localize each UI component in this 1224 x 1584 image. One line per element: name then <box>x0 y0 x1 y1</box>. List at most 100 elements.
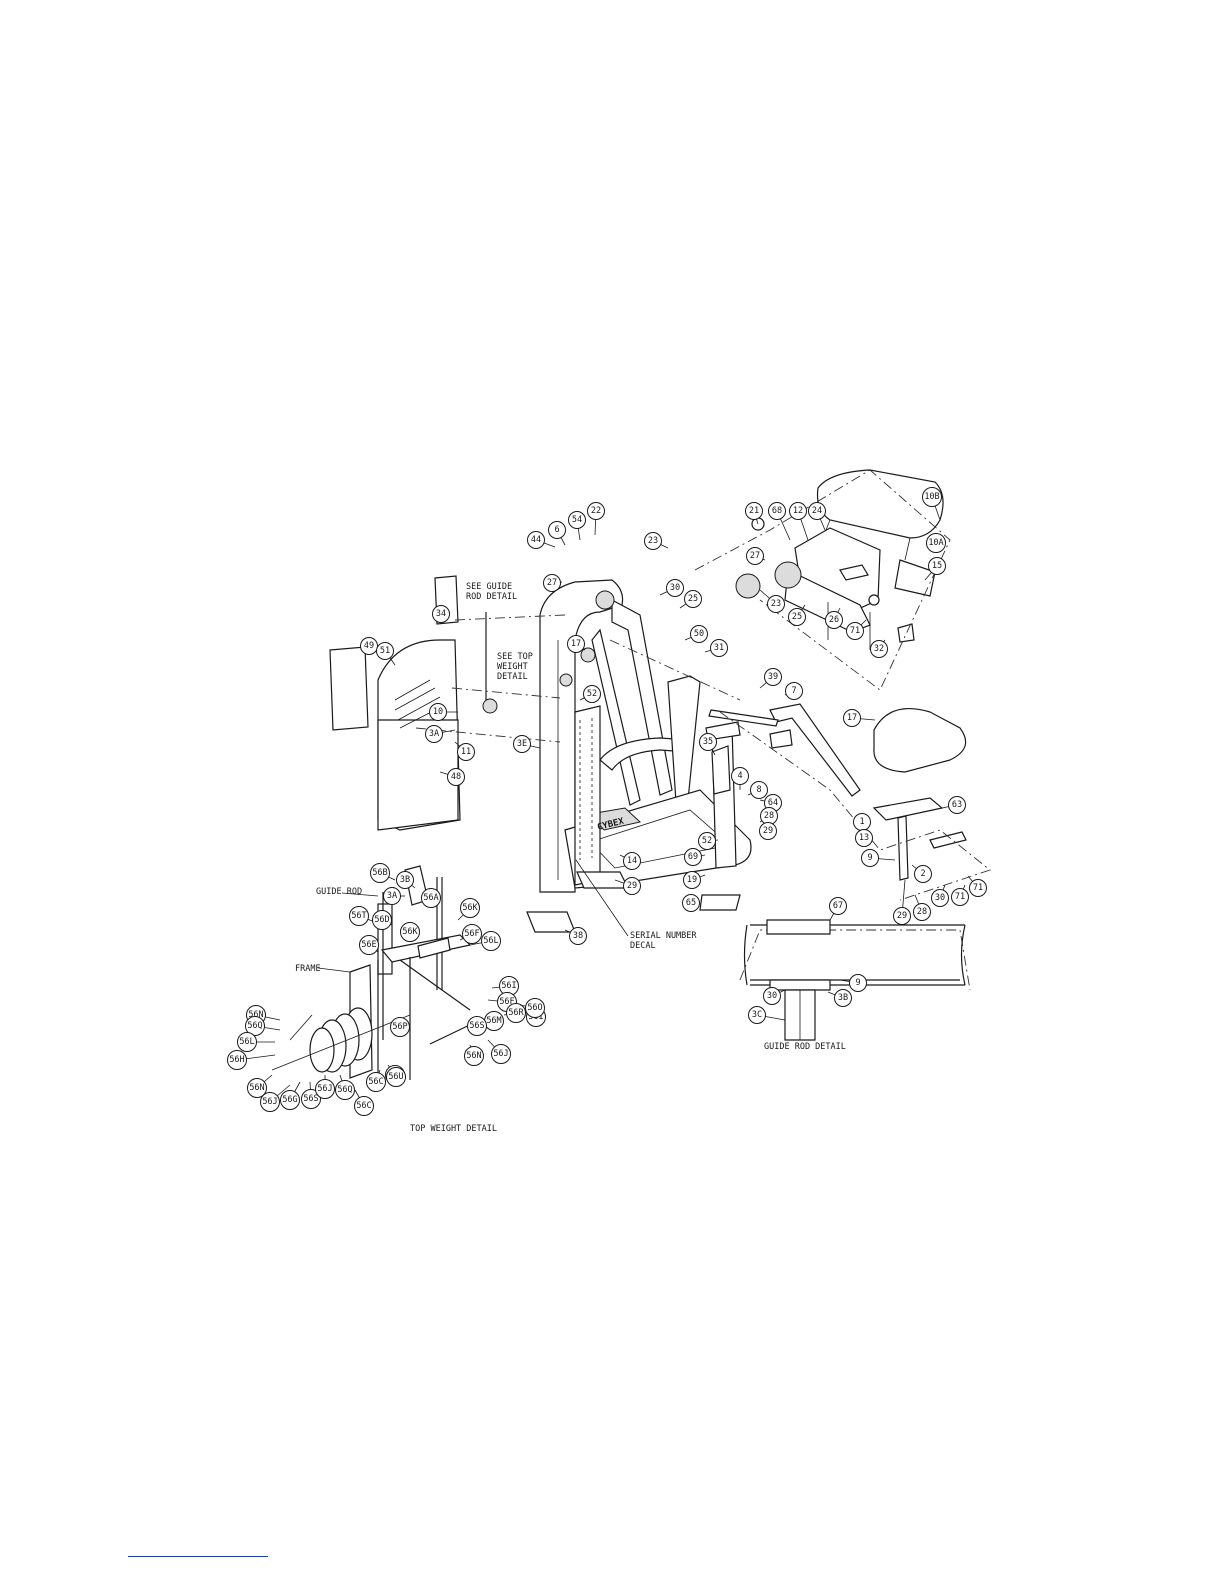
callout-balloon <box>481 931 501 951</box>
note-serial-number-1: SERIAL NUMBER <box>630 931 697 941</box>
note-see-top-weight-2: WEIGHT <box>497 662 528 672</box>
callout-balloon <box>763 987 781 1005</box>
callout-balloon <box>370 863 390 883</box>
callout-label-2: 2 <box>920 869 925 879</box>
shroud-grille <box>394 679 444 729</box>
note-serial-number-2: DECAL <box>630 941 656 951</box>
callout-balloon <box>464 1046 484 1066</box>
callout-balloon <box>460 898 480 918</box>
callout-balloon <box>548 521 566 539</box>
callout-balloon <box>789 502 807 520</box>
callout-label-30: 30 <box>767 991 777 1001</box>
callout-label-48: 48 <box>451 772 461 782</box>
callout-label-56i: 56I <box>501 981 516 991</box>
callout-label-21: 21 <box>749 506 759 516</box>
callout-balloon <box>931 889 949 907</box>
callout-label-56n: 56N <box>248 1010 263 1020</box>
callout-label-56j: 56J <box>493 1049 508 1059</box>
callout-label-71: 71 <box>973 883 983 893</box>
callout-label-56h: 56H <box>229 1055 244 1065</box>
note-see-top-weight-3: DETAIL <box>497 672 528 682</box>
callout-balloon <box>785 682 803 700</box>
callout-balloon <box>513 735 531 753</box>
callout-balloon <box>315 1079 335 1099</box>
callout-balloon <box>690 625 708 643</box>
callout-balloon <box>525 998 545 1018</box>
callout-label-32: 32 <box>874 644 884 654</box>
callout-balloon <box>354 1096 374 1116</box>
callout-label-17: 17 <box>847 713 857 723</box>
callout-balloon <box>390 1017 410 1037</box>
shroud <box>329 575 498 831</box>
callout-balloon <box>383 887 401 905</box>
callout-label-13: 13 <box>859 833 869 843</box>
callout-balloon <box>462 924 482 944</box>
callout-label-27: 27 <box>547 578 557 588</box>
callout-balloon <box>748 1006 766 1024</box>
callout-label-56k: 56K <box>402 927 418 937</box>
callout-balloon <box>587 502 605 520</box>
callout-balloon <box>834 989 852 1007</box>
callout-balloon <box>698 832 716 850</box>
callout-label-34: 34 <box>436 609 446 619</box>
callout-balloon <box>922 487 942 507</box>
callout-label-56c: 56C <box>368 1077 383 1087</box>
callout-label-29: 29 <box>897 911 907 921</box>
callout-balloon <box>506 1003 526 1023</box>
callout-balloon <box>768 502 786 520</box>
callout-balloon <box>870 640 888 658</box>
note-see-guide-rod-1: SEE GUIDE <box>466 582 512 592</box>
callout-label-15: 15 <box>932 561 942 571</box>
callout-label-9: 9 <box>867 853 872 863</box>
callout-label-12: 12 <box>793 506 803 516</box>
notes: SEE GUIDE ROD DETAIL SEE TOP WEIGHT DETA… <box>295 582 846 1134</box>
callout-label-69: 69 <box>688 852 698 862</box>
callout-balloon <box>527 531 545 549</box>
callout-label-56o: 56O <box>527 1003 542 1013</box>
callout-label-71: 71 <box>850 626 860 636</box>
callout-balloon <box>948 796 966 814</box>
callout-balloon <box>843 709 861 727</box>
callout-label-24: 24 <box>812 506 822 516</box>
callout-label-51: 51 <box>380 646 390 656</box>
callout-balloon <box>969 879 987 897</box>
callout-label-56u: 56U <box>388 1072 403 1082</box>
callout-balloon <box>849 974 867 992</box>
callout-label-56l: 56L <box>239 1037 254 1047</box>
callout-balloon <box>808 502 826 520</box>
footer-link-underline[interactable] <box>128 1556 268 1557</box>
callout-balloon <box>567 635 585 653</box>
callout-balloon <box>301 1089 321 1109</box>
main-frame <box>539 579 752 893</box>
selector-holes <box>579 718 593 860</box>
note-guide-rod: GUIDE ROD <box>316 887 362 897</box>
callout-balloon <box>699 733 717 751</box>
callout-label-71: 71 <box>955 892 965 902</box>
callout-balloon <box>421 888 441 908</box>
callout-balloon <box>825 611 843 629</box>
callout-label-56n: 56N <box>249 1083 264 1093</box>
callout-balloon <box>245 1016 265 1036</box>
callout-label-9: 9 <box>855 978 860 988</box>
callout-label-27: 27 <box>750 551 760 561</box>
callout-balloon <box>457 743 475 761</box>
callout-balloon <box>750 781 768 799</box>
callout-balloon <box>644 532 662 550</box>
callout-balloon <box>913 903 931 921</box>
callout-label-7: 7 <box>791 686 796 696</box>
callout-balloon <box>893 907 911 925</box>
callout-label-3b: 3B <box>400 875 410 885</box>
callout-balloon <box>335 1080 355 1100</box>
callout-balloon <box>447 768 465 786</box>
callout-label-28: 28 <box>917 907 927 917</box>
callout-label-56s: 56S <box>469 1021 484 1031</box>
callout-balloon <box>400 922 420 942</box>
callout-label-8: 8 <box>756 785 761 795</box>
callout-label-56q: 56Q <box>247 1021 262 1031</box>
callout-label-68: 68 <box>772 506 782 516</box>
callout-label-28: 28 <box>764 811 774 821</box>
callout-label-56s: 56S <box>303 1094 318 1104</box>
callout-balloon <box>360 637 378 655</box>
callout-balloon <box>666 579 684 597</box>
callout-label-56n: 56N <box>466 1051 481 1061</box>
